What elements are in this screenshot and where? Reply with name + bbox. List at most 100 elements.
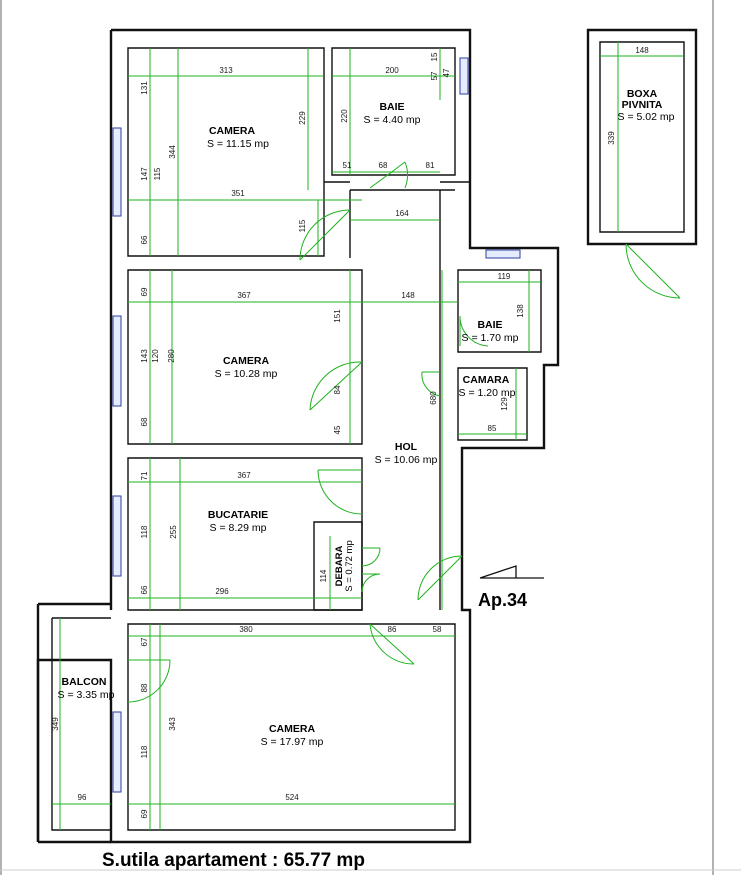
camera3-inner bbox=[127, 623, 456, 831]
dim-68: 68 bbox=[379, 161, 388, 170]
door-baie2 bbox=[459, 315, 489, 347]
room-bucatarie-name: BUCATARIE bbox=[208, 509, 268, 521]
hall-walls bbox=[349, 189, 455, 610]
dim-118b: 118 bbox=[140, 745, 149, 758]
camara-inner bbox=[457, 367, 528, 441]
dim-45: 45 bbox=[333, 425, 342, 434]
windows bbox=[112, 57, 521, 793]
dim-81: 81 bbox=[426, 161, 435, 170]
dim-96: 96 bbox=[78, 793, 87, 802]
door-entry bbox=[417, 555, 463, 601]
door-boxa bbox=[625, 243, 681, 299]
room-camera3-area: S = 17.97 mp bbox=[261, 736, 324, 748]
dim-380: 380 bbox=[239, 625, 253, 634]
room-camera1-name: CAMERA bbox=[209, 125, 255, 137]
dim-71: 71 bbox=[140, 471, 149, 480]
room-baie2-name: BAIE bbox=[477, 319, 502, 331]
dim-120: 120 bbox=[151, 349, 160, 363]
room-boxa-area: S = 5.02 mp bbox=[618, 111, 675, 123]
room-camara-area: S = 1.20 mp bbox=[459, 387, 516, 399]
camera1-inner bbox=[127, 47, 325, 257]
room-boxa-name2: PIVNITA bbox=[622, 99, 663, 111]
door-camera3 bbox=[369, 623, 415, 665]
dim-680: 680 bbox=[429, 391, 438, 405]
dim-119: 119 bbox=[498, 272, 511, 281]
dim-131: 131 bbox=[140, 81, 149, 95]
dim-280: 280 bbox=[167, 349, 176, 363]
dim-84: 84 bbox=[333, 385, 342, 394]
door-debara bbox=[361, 547, 381, 593]
room-debara-area: S = 0.72 mp bbox=[344, 540, 355, 592]
total-area-label: S.utila apartament : 65.77 mp bbox=[102, 850, 365, 871]
dim-229: 229 bbox=[298, 111, 307, 125]
dim-524: 524 bbox=[285, 793, 299, 802]
door-bucatarie bbox=[317, 469, 363, 515]
baie2-inner bbox=[457, 269, 542, 353]
outer-wall bbox=[36, 28, 560, 844]
dim-47: 47 bbox=[442, 68, 451, 77]
dim-138: 138 bbox=[516, 304, 525, 318]
door-camara bbox=[421, 371, 441, 397]
room-camara-name: CAMARA bbox=[463, 374, 510, 386]
apartment-marker: Ap.34 bbox=[478, 565, 544, 610]
room-balcon-area: S = 3.35 mp bbox=[58, 689, 115, 701]
dim-164: 164 bbox=[395, 209, 409, 218]
dim-344: 344 bbox=[168, 145, 177, 159]
dim-367b: 367 bbox=[237, 471, 251, 480]
camera2-inner bbox=[127, 269, 363, 445]
dim-67: 67 bbox=[140, 637, 149, 646]
dim-66a: 66 bbox=[140, 235, 149, 244]
room-boxa-name1: BOXA bbox=[627, 88, 658, 100]
room-camera2-name: CAMERA bbox=[223, 355, 269, 367]
dim-343: 343 bbox=[168, 717, 177, 731]
dim-85: 85 bbox=[488, 424, 497, 433]
dim-69b: 69 bbox=[140, 809, 149, 818]
window-camera3 bbox=[112, 711, 122, 793]
dim-57: 57 bbox=[430, 71, 439, 80]
dim-313: 313 bbox=[219, 66, 233, 75]
dim-351: 351 bbox=[231, 189, 245, 198]
dim-68b: 68 bbox=[140, 417, 149, 426]
dim-349: 349 bbox=[51, 717, 60, 731]
dim-200: 200 bbox=[385, 66, 399, 75]
dim-255: 255 bbox=[169, 525, 178, 539]
window-baie2 bbox=[485, 249, 521, 259]
dim-339: 339 bbox=[607, 131, 616, 145]
room-camera2-area: S = 10.28 mp bbox=[215, 368, 278, 380]
doors bbox=[127, 161, 681, 703]
walls bbox=[36, 28, 698, 844]
room-bucatarie-area: S = 8.29 mp bbox=[210, 522, 267, 534]
window-baie1 bbox=[459, 57, 469, 95]
boxa-inner bbox=[599, 41, 685, 233]
door-baie1 bbox=[369, 161, 409, 189]
dim-151: 151 bbox=[333, 309, 342, 323]
dim-148-boxa: 148 bbox=[635, 46, 649, 55]
bucatarie-inner bbox=[127, 457, 363, 611]
door-camera1 bbox=[299, 209, 351, 261]
dim-367a: 367 bbox=[237, 291, 251, 300]
dim-147: 147 bbox=[140, 167, 149, 181]
room-balcon-name: BALCON bbox=[62, 676, 107, 688]
dim-296: 296 bbox=[215, 587, 229, 596]
dimension-labels: 313 200 15 57 47 131 220 229 344 147 115… bbox=[51, 46, 649, 818]
door-camera2 bbox=[309, 361, 363, 411]
dim-143: 143 bbox=[140, 349, 149, 363]
room-labels: CAMERA S = 11.15 mp BAIE S = 4.40 mp BOX… bbox=[58, 88, 675, 748]
dim-66b: 66 bbox=[140, 585, 149, 594]
window-bucatarie bbox=[112, 495, 122, 577]
room-debara-name: DEBARA bbox=[334, 546, 345, 587]
dim-69a: 69 bbox=[140, 287, 149, 296]
dim-88: 88 bbox=[140, 683, 149, 692]
arrow-icon bbox=[479, 565, 544, 579]
dim-115a: 115 bbox=[153, 167, 162, 180]
room-baie1-area: S = 4.40 mp bbox=[364, 114, 421, 126]
room-camera3-name: CAMERA bbox=[269, 723, 315, 735]
room-baie2-area: S = 1.70 mp bbox=[462, 332, 519, 344]
room-hol-area: S = 10.06 mp bbox=[375, 454, 438, 466]
window-camera2 bbox=[112, 315, 122, 407]
dim-86: 86 bbox=[388, 625, 397, 634]
balcon-inner bbox=[51, 618, 111, 831]
baie1-inner bbox=[331, 47, 456, 176]
room-camera1-area: S = 11.15 mp bbox=[207, 138, 269, 150]
